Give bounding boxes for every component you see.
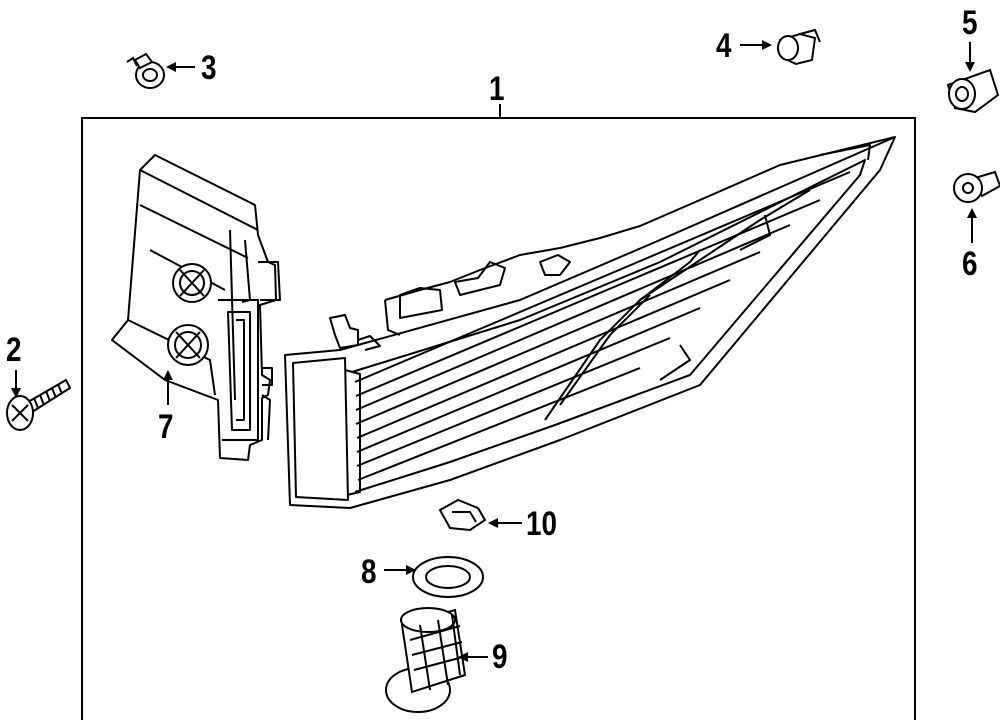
callout-6: 6: [962, 245, 978, 283]
callout-3: 3: [201, 49, 217, 87]
leader-arrows: [11, 40, 977, 662]
callout-8: 8: [361, 553, 377, 591]
callout-4: 4: [716, 27, 732, 65]
bulb-socket-upper: [172, 263, 212, 303]
pin-part-6: [953, 170, 1000, 203]
callout-9: 9: [492, 638, 508, 676]
clip-part-3: [126, 52, 165, 89]
assembly-frame: [81, 104, 916, 720]
callout-7: 7: [158, 408, 174, 446]
lamp-bracket: [111, 154, 281, 461]
seal-part-10: [438, 498, 487, 532]
callout-2: 2: [6, 331, 22, 369]
gasket-part-8: [412, 556, 484, 598]
callout-5: 5: [962, 4, 978, 42]
socket-part-9: [385, 607, 467, 713]
callout-10: 10: [526, 505, 558, 543]
grommet-part-5: [946, 68, 1000, 114]
nut-part-4: [777, 28, 821, 66]
tail-lamp-assembly: [284, 136, 896, 509]
bulb-socket-lower: [167, 324, 209, 366]
callout-1: 1: [489, 70, 505, 108]
